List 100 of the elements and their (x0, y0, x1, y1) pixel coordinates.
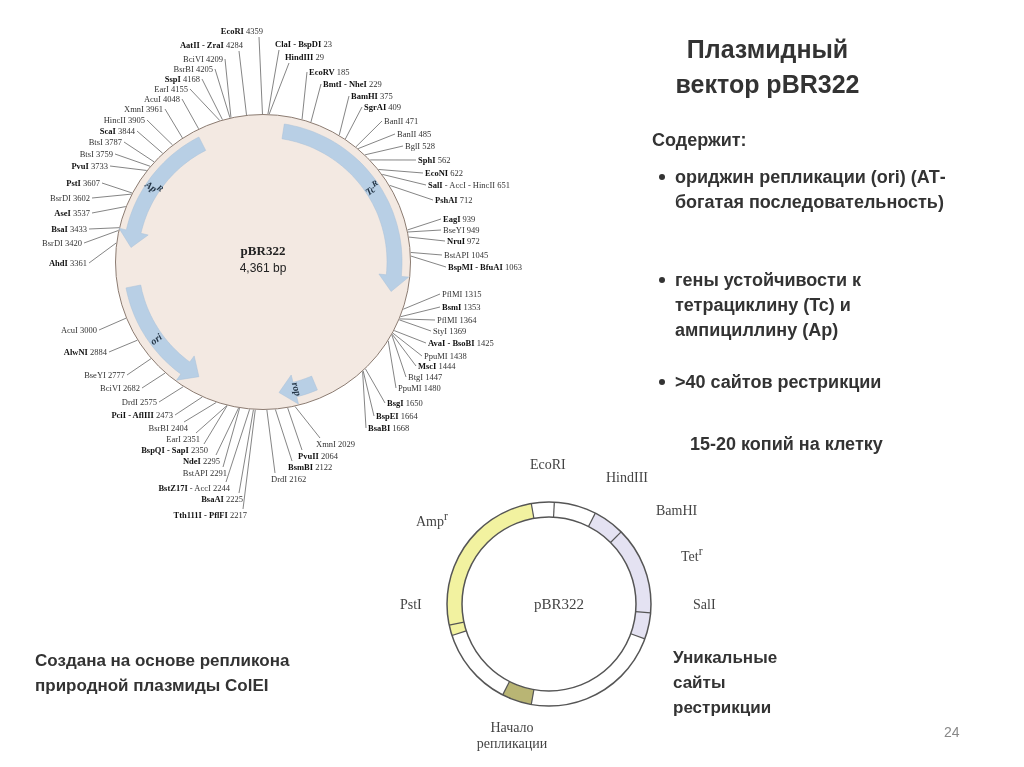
site-label: PvuI 3733 (71, 161, 108, 171)
site-label: EcoRI (530, 457, 566, 473)
leader-line (392, 332, 423, 357)
site-label: SgrAI 409 (364, 102, 402, 112)
leader-line (398, 319, 432, 332)
leader-line (123, 141, 155, 163)
site-label: HincII 3905 (103, 115, 145, 125)
site-label: BciVI 4209 (183, 54, 223, 64)
leader-line (381, 174, 427, 186)
site-label: AhdI 3361 (48, 258, 87, 268)
site-label: BsaBI 1668 (368, 423, 410, 433)
gene-arrow: rop (278, 375, 317, 405)
site-label: NruI 972 (447, 236, 480, 246)
site-label: BstZ17I - AccI 2244 (158, 483, 230, 493)
leader-line (164, 108, 183, 139)
leader-line (408, 236, 446, 242)
region-label: Начало репликации (475, 720, 549, 752)
site-label: BsmBI 2122 (288, 462, 333, 472)
leader-line (344, 106, 363, 140)
leader-line (91, 206, 127, 214)
leader-line (362, 371, 367, 429)
leader-line (146, 119, 173, 146)
leader-line (225, 409, 250, 483)
site-label: NdeI 2295 (182, 456, 220, 466)
site-label: BseYI 949 (443, 225, 480, 235)
leader-line (400, 306, 441, 318)
site-label: BtgI 1447 (408, 372, 443, 382)
leader-line (109, 165, 148, 171)
site-label: EcoRI 4359 (220, 26, 263, 36)
site-label: PflMI 1315 (442, 289, 482, 299)
leader-line (195, 405, 228, 434)
heading: Содержит: (652, 129, 748, 152)
site-label: ScaI 3844 (99, 126, 135, 136)
gene-label: Tet$^{r}$ (681, 544, 703, 565)
page-number: 24 (944, 724, 960, 740)
site-label: AcuI 3000 (60, 325, 97, 335)
leader-line (287, 407, 303, 451)
site-label: PshAI 712 (435, 195, 473, 205)
site-label: HindIII (606, 470, 648, 486)
leader-line (294, 406, 321, 439)
leader-line (402, 293, 441, 310)
leader-line (362, 370, 375, 417)
leader-line (238, 409, 254, 494)
leader-line (391, 333, 417, 367)
leader-line (101, 182, 133, 194)
bullet-text: гены устойчивости к тетрациклину (Tc) и ампициллину (Ap) (675, 269, 862, 342)
leader-line (391, 334, 407, 378)
note-text: Создана на основе репликона природной плазмиды ColEI (35, 650, 291, 697)
site-label: SphI 562 (418, 155, 451, 165)
leader-line (201, 78, 223, 121)
leader-line (338, 95, 350, 136)
leader-line (393, 330, 427, 344)
note-text: 15-20 копий на клетку (690, 433, 884, 456)
site-label: BspEI 1664 (376, 411, 418, 421)
leader-line (158, 386, 184, 403)
bullet-text: >40 сайтов рестрикции (675, 371, 883, 394)
site-label: AatII - ZraI 4284 (179, 40, 243, 50)
site-label: AcuI 4048 (143, 94, 180, 104)
gene-label: Amp$^{r}$ (416, 509, 448, 530)
leader-line (310, 83, 322, 123)
site-label: BstAPI 2291 (182, 468, 227, 478)
site-label: BtsI 3759 (79, 149, 113, 159)
leader-line (378, 169, 424, 174)
site-label: XmnI 2029 (316, 439, 355, 449)
leader-line (301, 71, 308, 120)
site-label: BsrDI 3602 (50, 193, 90, 203)
leader-line (266, 409, 276, 474)
leader-line (136, 130, 164, 154)
site-label: EagI 939 (443, 214, 476, 224)
leader-line (407, 218, 442, 231)
leader-line (268, 62, 290, 115)
site-label: PstI 3607 (66, 178, 100, 188)
site-label: BsgI 1650 (387, 398, 423, 408)
leader-line (387, 340, 397, 389)
leader-line (174, 396, 203, 416)
leader-line (389, 184, 434, 201)
site-label: ClaI - BspDI 23 (275, 39, 332, 49)
site-label: XmnI 3961 (124, 104, 163, 114)
leader-line (215, 407, 239, 456)
leader-line (183, 402, 217, 423)
site-label: PciI - AflIII 2473 (111, 410, 173, 420)
leader-line (126, 358, 152, 376)
site-label: EarI 4155 (154, 84, 188, 94)
leader-line (258, 36, 263, 115)
title: Плазмидный вектор pBR322 (674, 34, 861, 100)
leader-line (181, 98, 199, 130)
site-label: BsrBI 4205 (173, 64, 213, 74)
site-label: StyI 1369 (433, 326, 467, 336)
site-label: BsmI 1353 (442, 302, 481, 312)
leader-line (364, 145, 404, 156)
leader-line (357, 133, 396, 150)
leader-line (355, 120, 383, 148)
site-label: BsrBI 2404 (148, 423, 188, 433)
site-label: PpuMI 1480 (398, 383, 441, 393)
site-label: SalI (693, 597, 716, 613)
site-label: BseYI 2777 (84, 370, 125, 380)
leader-line (114, 153, 151, 167)
leader-line (238, 50, 247, 116)
leader-line (83, 230, 119, 244)
site-label: HindIII 29 (285, 52, 324, 62)
